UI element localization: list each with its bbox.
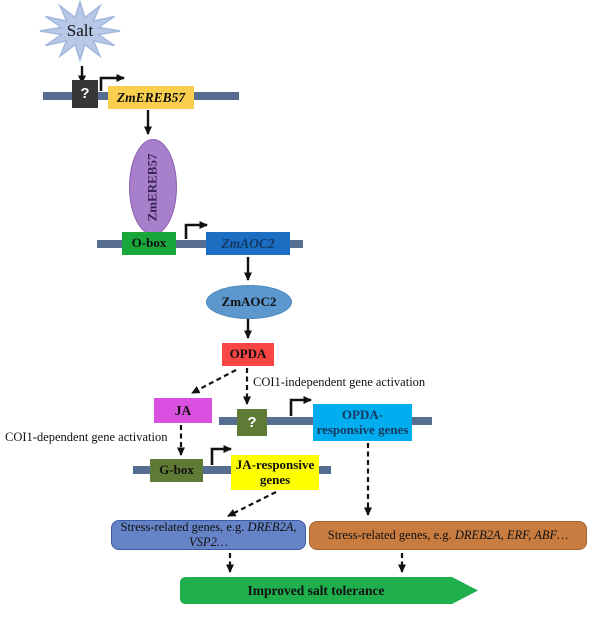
stress-left-prefix: Stress-related genes, e.g. — [120, 520, 248, 534]
coi1-dependent-label: COI1-dependent gene activation — [5, 430, 168, 444]
ja-responsive-line2: genes — [259, 471, 291, 487]
dashed-arrow-jagenes-to-stress — [227, 491, 277, 517]
stress-left-line2: VSP2… — [189, 535, 228, 550]
unknown-factor-mid-box: ? — [237, 409, 267, 436]
stress-related-genes-opda-box: Stress-related genes, e.g. DREB2A, ERF, … — [309, 521, 587, 550]
salt-label: Salt — [66, 21, 94, 40]
o-box: O-box — [122, 232, 176, 255]
stress-left-genes: DREB2A, — [247, 520, 297, 534]
dashed-arrow-opda-to-ja — [191, 369, 237, 394]
transcription-start-arrow-ja-responsive — [210, 445, 232, 465]
zmaoc2-gene-box: ZmAOC2 — [206, 232, 290, 255]
zmereb57-protein-label: ZmEREB57 — [144, 153, 160, 221]
opda-responsive-genes-box: OPDA- responsive genes — [313, 404, 412, 441]
unknown-factor-top-box: ? — [72, 80, 98, 108]
outcome-label: Improved salt tolerance — [247, 582, 385, 598]
promoter-bar-zmaoc2 — [97, 240, 303, 248]
stress-related-genes-ja-box: Stress-related genes, e.g. DREB2A, VSP2… — [111, 520, 306, 550]
ja-box: JA — [154, 398, 212, 423]
stress-left-genes2: VSP2… — [189, 535, 228, 549]
transcription-start-arrow-zmaoc2 — [184, 221, 208, 239]
zmereb57-protein-ellipse: ZmEREB57 — [129, 139, 177, 235]
opda-responsive-line2: responsive genes — [316, 421, 409, 437]
stress-right-genes: DREB2A, ERF, ABF… — [454, 528, 569, 542]
coi1-independent-label: COI1-independent gene activation — [253, 375, 426, 389]
stress-right-prefix: Stress-related genes, e.g. — [327, 528, 455, 542]
ja-responsive-genes-box: JA-responsive genes — [231, 455, 319, 490]
zmaoc2-protein-ellipse: ZmAOC2 — [206, 285, 292, 319]
opda-responsive-line1: OPDA- — [341, 406, 384, 422]
stress-left-line1: Stress-related genes, e.g. DREB2A, — [121, 520, 297, 535]
ja-responsive-line1: JA-responsive — [235, 456, 315, 472]
zmereb57-gene-box: ZmEREB57 — [108, 86, 194, 109]
opda-box: OPDA — [222, 343, 274, 366]
transcription-start-arrow-opda-responsive — [289, 396, 312, 416]
stress-right-line1: Stress-related genes, e.g. DREB2A, ERF, … — [328, 528, 568, 543]
g-box: G-box — [150, 459, 203, 482]
